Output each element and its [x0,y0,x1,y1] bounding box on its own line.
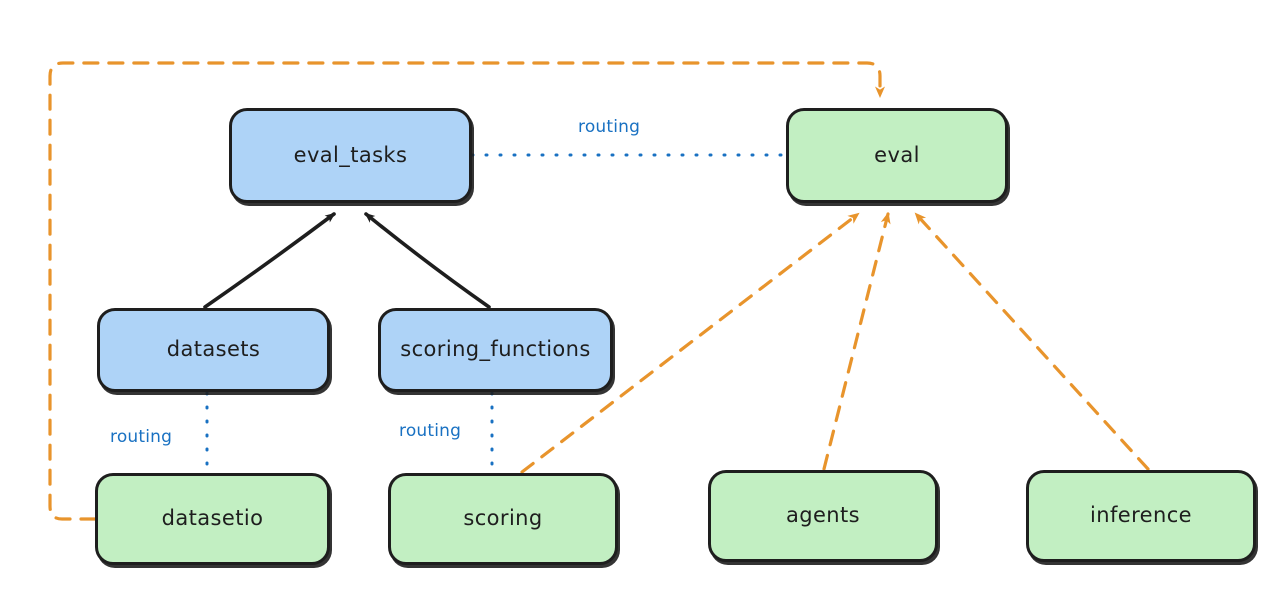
edge-label-datasets-datasetio: routing [110,427,173,447]
node-inference[interactable]: inference [1026,470,1256,562]
edge-label-scoring_functions-scoring: routing [399,421,462,441]
node-scoring[interactable]: scoring [388,473,618,565]
node-label-scoring_functions: scoring_functions [400,337,591,362]
node-label-agents: agents [785,503,860,528]
node-label-eval: eval [874,142,920,167]
node-datasetio[interactable]: datasetio [95,473,330,565]
node-label-eval_tasks: eval_tasks [293,142,408,167]
edge-scoring-eval [520,212,860,474]
node-label-datasets: datasets [166,337,261,362]
node-label-datasetio: datasetio [161,506,264,531]
node-eval[interactable]: eval [786,108,1008,203]
node-datasets[interactable]: datasets [97,308,330,392]
edge-label-eval_tasks-eval: routing [578,117,641,137]
node-eval_tasks[interactable]: eval_tasks [229,108,472,203]
edge-agents-eval [822,212,891,471]
edge-datasets-eval_tasks [203,212,336,309]
edge-inference-eval [914,212,1150,471]
node-agents[interactable]: agents [708,470,938,562]
node-scoring_functions[interactable]: scoring_functions [378,308,613,392]
edge-scoring_functions-eval_tasks [364,212,491,309]
node-label-scoring: scoring [463,506,543,531]
node-label-inference: inference [1090,503,1192,528]
